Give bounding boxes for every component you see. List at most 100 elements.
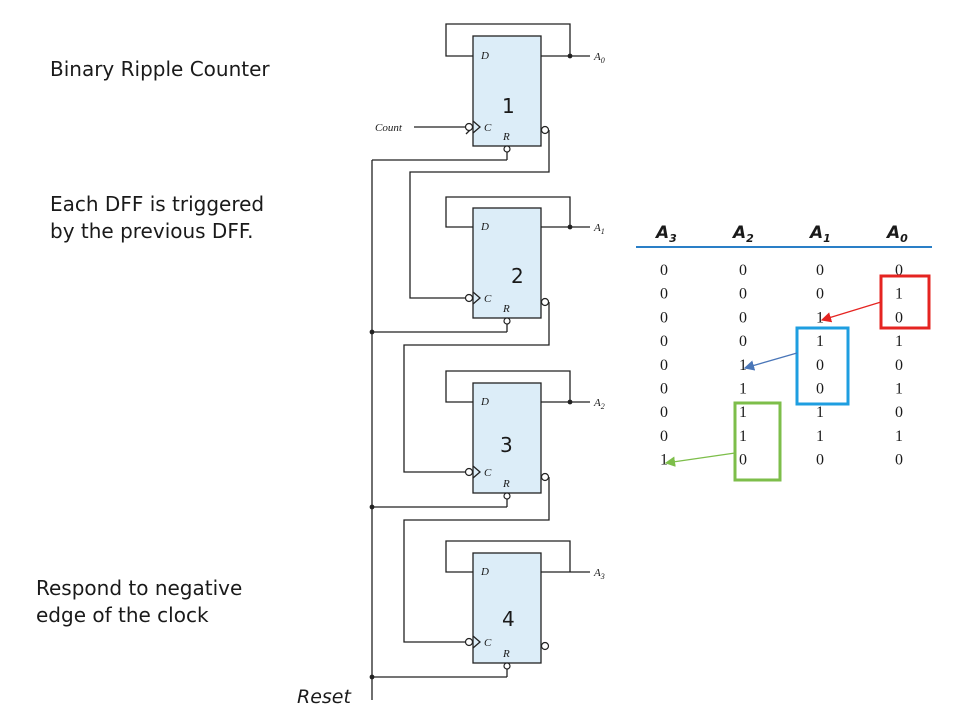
table-cell: 0 — [895, 262, 903, 279]
arrow-blue — [743, 352, 798, 371]
ripple-wire-2-3 — [403, 302, 550, 473]
highlight-box-blue — [795, 326, 850, 406]
arrow-green — [664, 452, 736, 467]
header-a1: A1 — [808, 223, 831, 245]
ff1-d-pin: D — [480, 50, 489, 62]
table-cell: 0 — [660, 286, 668, 303]
table-cell: 0 — [739, 262, 747, 279]
table-cell: 0 — [895, 309, 903, 326]
ff4-output-label: A3 — [593, 567, 605, 581]
table-cell: 1 — [895, 286, 903, 303]
table-cell: 1 — [739, 404, 747, 421]
ff4-number: 4 — [502, 607, 515, 631]
highlight-box-red — [879, 274, 931, 330]
table-cell: 0 — [816, 357, 824, 374]
ff4-d-pin: D — [480, 566, 489, 578]
ff4-qbar-bubble — [540, 641, 550, 651]
table-cell: 0 — [895, 404, 903, 421]
ff1-clock-bubble — [464, 122, 474, 132]
ff4-body — [472, 552, 542, 664]
ff3-reset-bubble — [503, 492, 511, 500]
ff2-clock-triangle — [472, 291, 481, 305]
edge-note-line2: edge of the clock — [36, 603, 209, 627]
ff1-c-pin: C — [484, 122, 492, 134]
flipflop-2: D C R 2 A1 — [445, 196, 605, 325]
ff1-number: 1 — [502, 94, 515, 118]
flipflop-3: D C R 3 A2 — [445, 370, 605, 500]
table-cell: 0 — [739, 309, 747, 326]
table-cell: 0 — [816, 286, 824, 303]
edge-note-line1: Respond to negative — [36, 576, 243, 600]
table-cell: 0 — [816, 452, 824, 469]
table-cell: 1 — [739, 381, 747, 398]
table-cell: 1 — [816, 333, 824, 350]
table-cell: 0 — [816, 381, 824, 398]
ff3-clock-triangle — [472, 465, 481, 479]
table-cell: 1 — [816, 309, 824, 326]
ff3-d-pin: D — [480, 396, 489, 408]
shared-wiring — [371, 126, 508, 700]
table-cell: 0 — [660, 262, 668, 279]
ff2-number: 2 — [511, 264, 524, 288]
ff1-feedback-wire — [445, 23, 571, 57]
ff3-output-label: A2 — [593, 397, 605, 411]
trigger-note-line1: Each DFF is triggered — [50, 192, 265, 216]
ff2-body — [472, 207, 542, 319]
ff3-r-pin: R — [502, 478, 510, 490]
ff1-clock-triangle — [472, 120, 481, 134]
ff3-feedback-wire — [445, 370, 571, 403]
ff1-output-label: A0 — [593, 51, 605, 65]
table-cell: 0 — [739, 286, 747, 303]
ff2-c-pin: C — [484, 293, 492, 305]
ff1-qbar-bubble — [540, 125, 550, 135]
ff4-c-pin: C — [484, 637, 492, 649]
table-cell: 0 — [660, 404, 668, 421]
ripple-wire-3-4 — [403, 477, 550, 643]
table-cell: 0 — [816, 262, 824, 279]
ff1-r-pin: R — [502, 131, 510, 143]
table-cell: 1 — [816, 404, 824, 421]
reset-label: Reset — [297, 686, 351, 708]
truth-table: A3 A2 A1 A0 0 0 0 0 0 0 0 1 0 0 1 0 0 0 1 1 0 1 0 0 0 1 0 1 0 1 1 0… — [636, 223, 932, 469]
table-cell: 1 — [895, 381, 903, 398]
table-cell: 1 — [739, 428, 747, 445]
table-cell: 0 — [660, 309, 668, 326]
table-cell: 0 — [895, 452, 903, 469]
header-a0: A0 — [885, 223, 908, 245]
table-cell: 0 — [660, 428, 668, 445]
table-cell: 1 — [816, 428, 824, 445]
table-cell: 0 — [895, 357, 903, 374]
ff3-c-pin: C — [484, 467, 492, 479]
ff2-clock-bubble — [464, 293, 474, 303]
ripple-wire-1-2 — [409, 130, 550, 299]
header-a3: A3 — [654, 223, 677, 245]
ff2-output-label: A1 — [593, 222, 605, 236]
ff4-clock-bubble — [464, 637, 474, 647]
diagram-title: Binary Ripple Counter — [50, 57, 270, 81]
ff3-number: 3 — [500, 433, 513, 457]
ff4-reset-bubble — [503, 662, 511, 670]
table-cell: 0 — [660, 357, 668, 374]
table-cell: 0 — [739, 452, 747, 469]
arrow-red — [820, 301, 882, 323]
ff1-body — [472, 35, 542, 147]
highlight-box-green — [733, 401, 782, 482]
ff3-clock-bubble — [464, 467, 474, 477]
count-label: Count — [375, 122, 403, 134]
flipflop-1: D C R 1 A0 — [445, 23, 605, 153]
table-cell: 1 — [895, 428, 903, 445]
table-cell: 0 — [660, 333, 668, 350]
header-a2: A2 — [731, 223, 754, 245]
ff4-r-pin: R — [502, 648, 510, 660]
ff2-r-pin: R — [502, 303, 510, 315]
ff2-feedback-wire — [445, 196, 571, 228]
table-cell: 1 — [739, 357, 747, 374]
ff3-qbar-bubble — [540, 472, 550, 482]
ff2-reset-bubble — [503, 317, 511, 325]
ff3-body — [472, 382, 542, 494]
junction-dots — [369, 53, 573, 680]
flipflop-4: D C R 4 A3 — [445, 540, 605, 670]
ff1-reset-bubble — [503, 145, 511, 153]
